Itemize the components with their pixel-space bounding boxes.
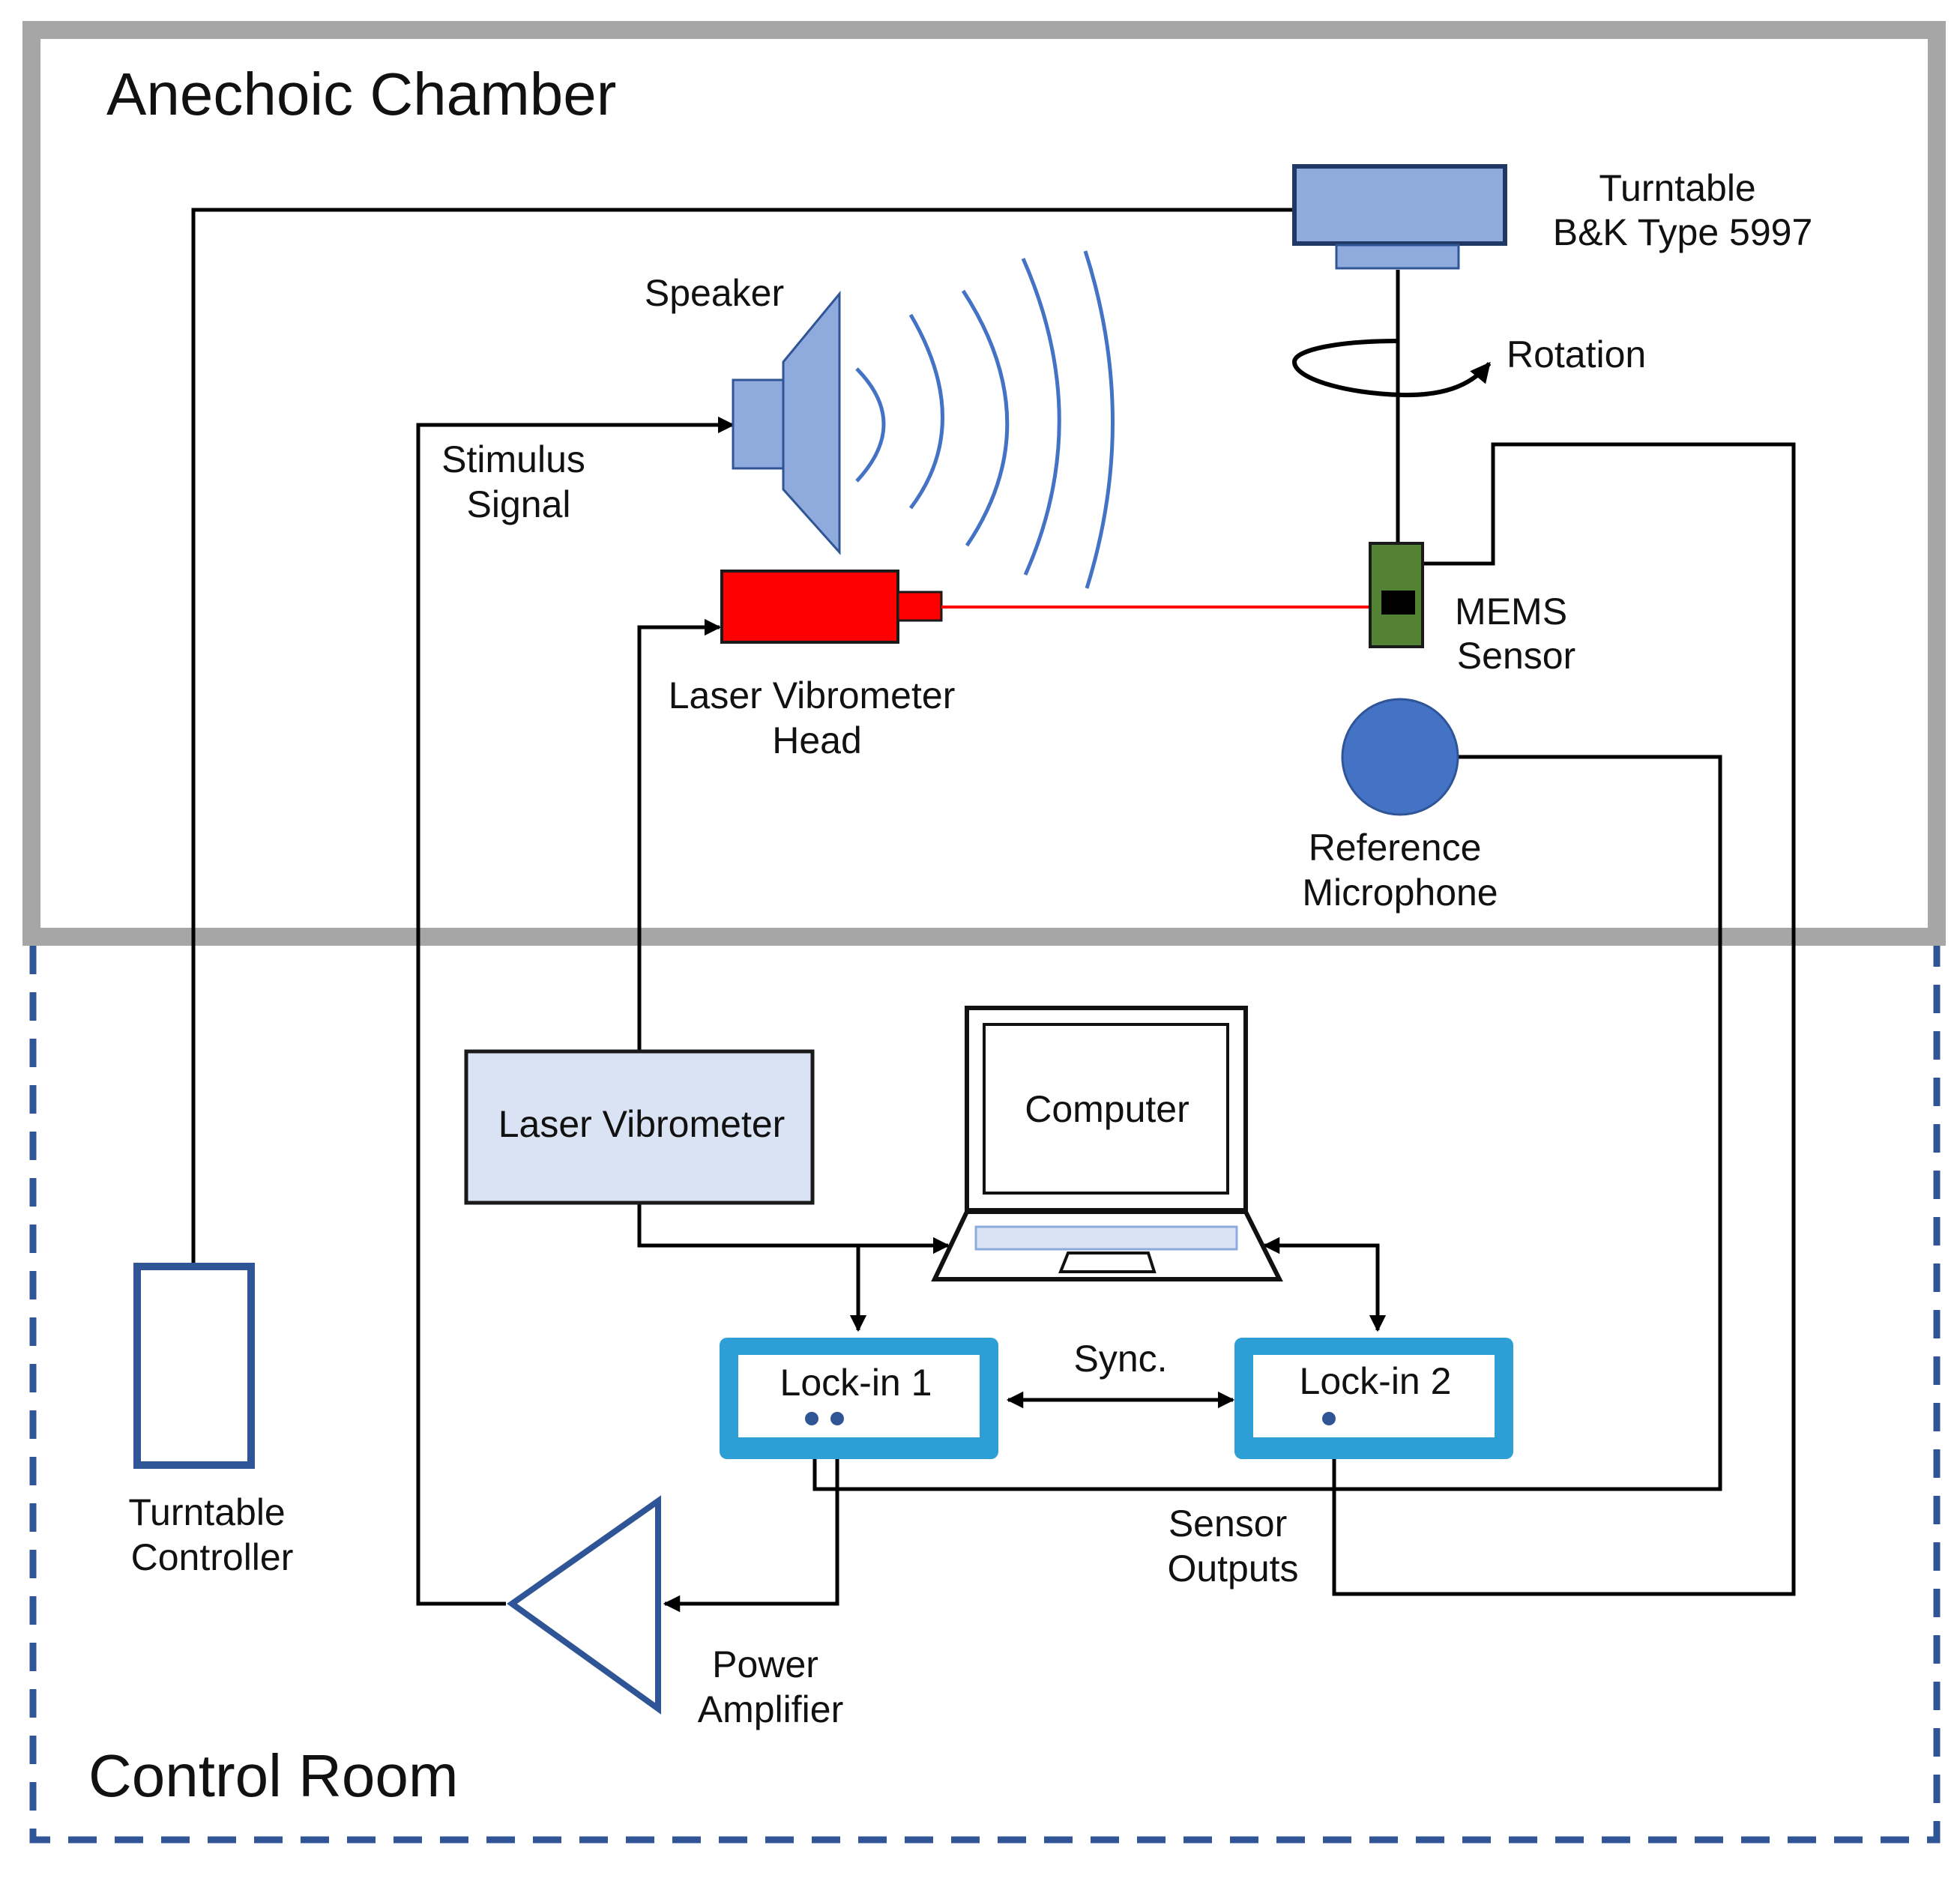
stimulus-signal-label: Stimulus Signal <box>441 438 596 525</box>
microphone-output-wire[interactable] <box>806 755 1722 1491</box>
laser-vibrometer-box <box>464 1049 815 1205</box>
anechoic-chamber-title: Anechoic Chamber <box>106 61 616 127</box>
turntable-controller <box>133 1263 255 1469</box>
reference-microphone-label: Reference Microphone <box>1302 827 1498 914</box>
turntable-base <box>1335 244 1460 270</box>
speaker-icon <box>732 290 841 555</box>
lock-in-2 <box>1234 1338 1513 1459</box>
computer-laptop-icon <box>931 1006 1283 1281</box>
mems-sensor-output-wire[interactable] <box>1325 442 1796 1596</box>
sensor-outputs-label: Sensor Outputs <box>1167 1503 1298 1589</box>
power-amplifier-label: Power Amplifier <box>698 1643 843 1730</box>
control-room-title: Control Room <box>88 1742 459 1809</box>
sound-waves-icon <box>855 250 1115 589</box>
laser-vibrometer-head <box>720 570 943 644</box>
lock-in-1-label: Lock-in 1 <box>780 1362 932 1404</box>
computer-label: Computer <box>1025 1088 1189 1130</box>
stimulus-signal-wire[interactable] <box>416 416 735 1606</box>
wiring <box>191 208 1796 1613</box>
vibrometer-head-wire[interactable] <box>637 618 722 1051</box>
mems-sensor-label: MEMS Sensor <box>1455 591 1578 677</box>
power-amplifier-icon <box>507 1495 661 1715</box>
vibrometer-to-computer-wire[interactable] <box>637 1203 950 1254</box>
mems-sensor <box>1369 542 1424 648</box>
laser-vibrometer-label: Laser Vibrometer <box>498 1103 785 1145</box>
lockin1-to-amplifier-wire[interactable] <box>663 1420 839 1613</box>
reference-microphone <box>1341 698 1459 816</box>
lock-in-2-label: Lock-in 2 <box>1300 1360 1452 1402</box>
computer-lockin2-wire[interactable] <box>1262 1237 1387 1332</box>
rotation-label: Rotation <box>1507 333 1646 375</box>
turntable-body <box>1292 164 1507 246</box>
turntable-control-wire <box>191 208 1293 1263</box>
laser-vibrometer-head-label: Laser Vibrometer Head <box>669 674 966 761</box>
rotation-arrow-icon <box>1291 339 1492 398</box>
turntable-label: Turntable B&K Type 5997 <box>1553 167 1813 253</box>
speaker-label: Speaker <box>645 272 784 314</box>
turntable <box>1292 164 1507 270</box>
anechoic-chamber-frame <box>22 21 1946 946</box>
sync-label: Sync. <box>1073 1338 1167 1380</box>
turntable-controller-label: Turntable Controller <box>128 1491 295 1578</box>
lock-in-1 <box>720 1338 998 1459</box>
